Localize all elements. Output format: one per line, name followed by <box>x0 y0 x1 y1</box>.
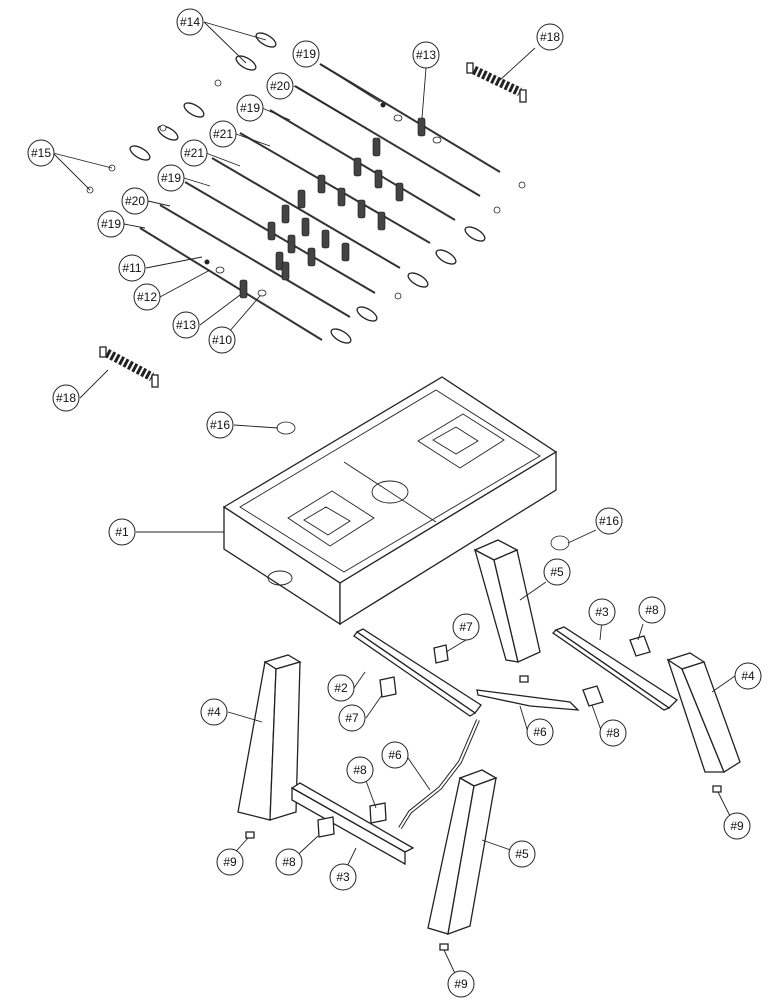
goal-counter-top <box>466 62 527 103</box>
callout-19-label: #19 <box>101 217 121 231</box>
callout-15-label: #15 <box>31 146 51 160</box>
callout-21-lower: #21 <box>180 139 208 167</box>
callout-8-bottom: #8 <box>275 848 303 876</box>
callout-21-upper: #21 <box>209 120 237 148</box>
leg-4-left <box>237 654 302 821</box>
callout-19-label: #19 <box>240 101 260 115</box>
callout-16-left: #16 <box>206 411 234 439</box>
callout-8-right: #8 <box>599 719 627 747</box>
rail-3-left <box>290 782 415 866</box>
callout-19-label: #19 <box>296 47 316 61</box>
goal-counter-bottom <box>99 346 159 388</box>
callout-19-label: #19 <box>161 171 181 185</box>
callout-10-label: #10 <box>212 333 232 347</box>
callout-6-right: #6 <box>526 718 554 746</box>
callout-5-front: #5 <box>508 840 536 868</box>
callout-11-label: #11 <box>122 261 141 275</box>
callout-7-label: #7 <box>345 711 359 725</box>
callout-2-label: #2 <box>334 681 348 695</box>
callout-7-lower: #7 <box>338 704 366 732</box>
stabilizer-rods <box>398 689 580 830</box>
callout-8-label: #8 <box>353 763 367 777</box>
callout-9-right: #9 <box>723 812 751 840</box>
callout-20-label: #20 <box>125 194 145 208</box>
callout-3-label: #3 <box>336 870 350 884</box>
callout-18-top: #18 <box>536 23 564 51</box>
callout-4-label: #4 <box>741 669 755 683</box>
callout-7-upper: #7 <box>452 613 480 641</box>
callout-21-label: #21 <box>213 127 233 141</box>
callout-20-label: #20 <box>270 79 290 93</box>
callout-5-label: #5 <box>515 847 529 861</box>
callout-16-label: #16 <box>210 418 230 432</box>
callout-4-left: #4 <box>200 698 228 726</box>
callout-13-label: #13 <box>176 318 196 332</box>
callout-6-label: #6 <box>533 725 547 739</box>
callout-13-label: #13 <box>416 48 436 62</box>
callout-8-label: #8 <box>282 855 296 869</box>
leg-4-right <box>666 652 741 773</box>
callout-14: #14 <box>176 8 204 36</box>
callout-21-label: #21 <box>184 146 204 160</box>
callout-4-right: #4 <box>734 662 762 690</box>
callout-9-left: #9 <box>216 848 244 876</box>
callout-9-label: #9 <box>454 977 468 991</box>
callout-12-label: #12 <box>137 290 157 304</box>
callout-8-mid: #8 <box>346 756 374 784</box>
callout-11: #11 <box>118 254 146 282</box>
callout-14-label: #14 <box>180 15 200 29</box>
callout-8-label: #8 <box>606 726 620 740</box>
callout-15: #15 <box>27 139 55 167</box>
rail-2 <box>353 628 482 717</box>
callout-5-right: #5 <box>543 558 571 586</box>
callout-6-lower: #6 <box>381 741 409 769</box>
callout-8-top: #8 <box>638 596 666 624</box>
callout-19-third: #19 <box>157 164 185 192</box>
callout-3-left: #3 <box>329 863 357 891</box>
callout-8-label: #8 <box>645 603 659 617</box>
callout-1-label: #1 <box>115 525 129 539</box>
cabinet <box>222 376 570 626</box>
callout-19-second: #19 <box>236 94 264 122</box>
rail-3-right <box>551 626 679 711</box>
leg-5-front <box>427 769 498 935</box>
callout-10: #10 <box>208 326 236 354</box>
callout-20-top: #20 <box>266 72 294 100</box>
callout-1: #1 <box>108 518 136 546</box>
callout-9-label: #9 <box>223 855 237 869</box>
callout-16-label: #16 <box>599 514 619 528</box>
callout-18-label: #18 <box>540 30 560 44</box>
callout-19-fourth: #19 <box>97 210 125 238</box>
brackets <box>317 635 651 838</box>
callout-6-label: #6 <box>388 748 402 762</box>
callout-7-label: #7 <box>459 620 473 634</box>
callout-20-lower: #20 <box>121 187 149 215</box>
callout-19-top: #19 <box>292 40 320 68</box>
callout-18-lower: #18 <box>52 384 80 412</box>
feet <box>245 675 722 951</box>
callout-2: #2 <box>327 674 355 702</box>
leg-5-right <box>473 539 541 663</box>
callout-16-right: #16 <box>595 507 623 535</box>
callout-18-label: #18 <box>56 391 76 405</box>
callout-3-label: #3 <box>595 605 609 619</box>
callout-9-bottom: #9 <box>447 970 475 998</box>
callout-13-top: #13 <box>412 41 440 69</box>
callout-5-label: #5 <box>550 565 564 579</box>
callout-12: #12 <box>133 283 161 311</box>
foosmen <box>204 102 442 299</box>
callout-13-lower: #13 <box>172 311 200 339</box>
callout-4-label: #4 <box>207 705 221 719</box>
callout-3-right: #3 <box>588 598 616 626</box>
callout-9-label: #9 <box>730 819 744 833</box>
